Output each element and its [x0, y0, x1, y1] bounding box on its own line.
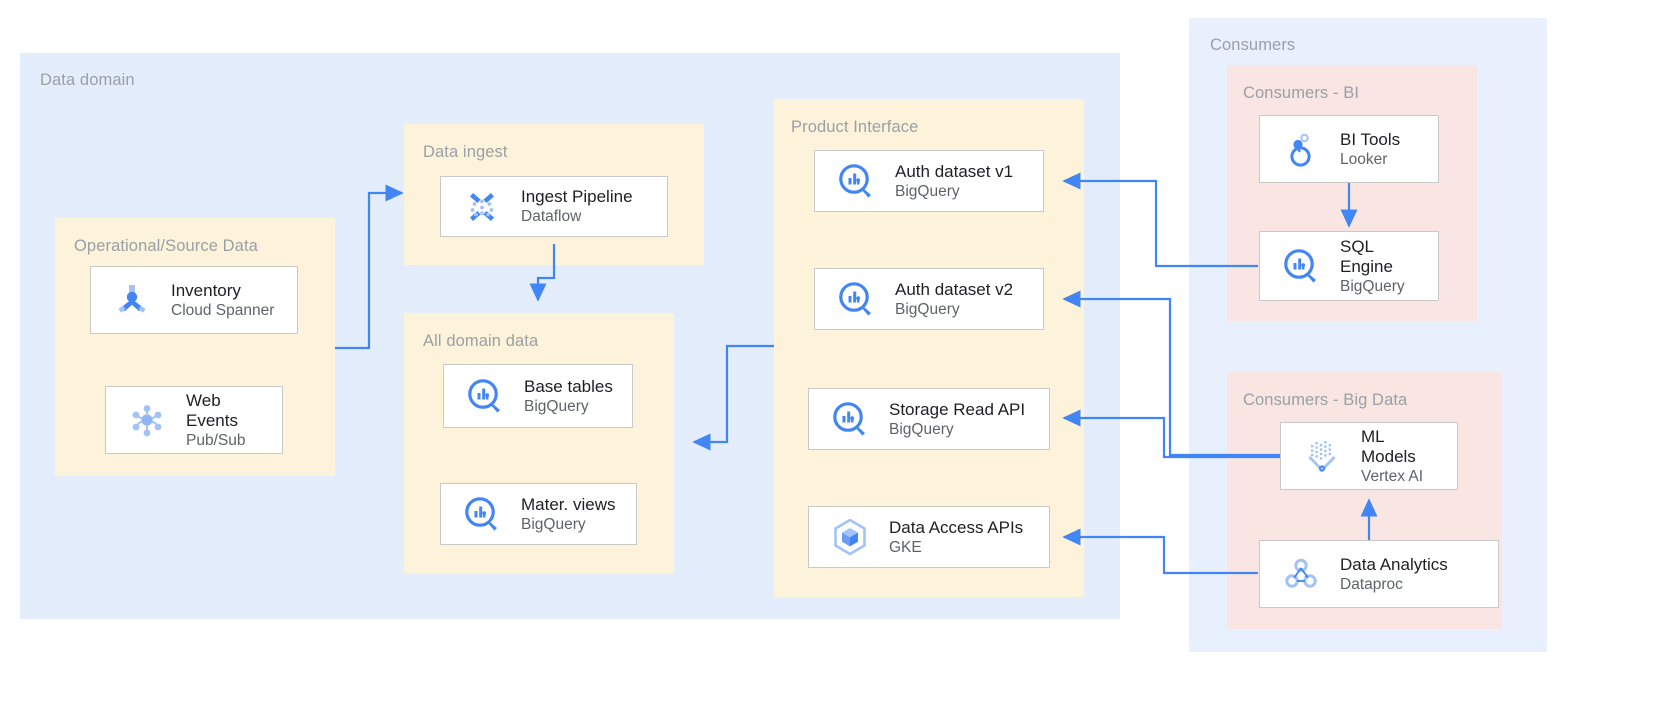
node-auth-dataset-v1-title: Auth dataset v1 — [895, 161, 1014, 181]
node-base-tables-text: Base tables BigQuery — [524, 377, 613, 416]
zone-operational-source-data-label: Operational/Source Data — [74, 237, 258, 255]
node-web-events-text: Web Events Pub/Sub — [186, 391, 245, 450]
node-inventory-subtitle: Cloud Spanner — [171, 301, 275, 319]
node-bi-tools-text: BI Tools Looker — [1340, 130, 1400, 169]
node-sql-engine[interactable]: SQL Engine BigQuery — [1259, 231, 1439, 301]
bigquery-icon — [455, 487, 509, 541]
node-base-tables-title: Base tables — [524, 376, 613, 396]
bigquery-icon — [1274, 239, 1328, 293]
node-data-analytics-subtitle: Dataproc — [1340, 575, 1403, 593]
node-bi-tools-subtitle: Looker — [1340, 150, 1388, 168]
vertex-ai-icon — [1295, 429, 1349, 483]
node-bi-tools[interactable]: BI Tools Looker — [1259, 115, 1439, 183]
node-ml-models-text: ML Models Vertex AI — [1361, 427, 1423, 486]
bigquery-icon — [829, 154, 883, 208]
zone-consumers-label: Consumers — [1210, 36, 1296, 54]
node-auth-dataset-v2[interactable]: Auth dataset v2 BigQuery — [814, 268, 1044, 330]
zone-data-domain-label: Data domain — [40, 71, 135, 89]
node-auth-dataset-v1[interactable]: Auth dataset v1 BigQuery — [814, 150, 1044, 212]
node-mater-views-subtitle: BigQuery — [521, 515, 586, 533]
node-data-analytics-text: Data Analytics Dataproc — [1340, 555, 1448, 594]
node-base-tables[interactable]: Base tables BigQuery — [443, 364, 633, 428]
gke-icon — [823, 510, 877, 564]
cloud-spanner-icon — [105, 273, 159, 327]
node-sql-engine-title: SQL Engine — [1340, 236, 1393, 276]
node-storage-read-api[interactable]: Storage Read API BigQuery — [808, 388, 1050, 450]
node-ingest-pipeline-text: Ingest Pipeline Dataflow — [521, 187, 633, 226]
node-data-access-apis-title: Data Access APIs — [889, 517, 1024, 537]
node-mater-views-text: Mater. views BigQuery — [521, 495, 615, 534]
node-inventory[interactable]: Inventory Cloud Spanner — [90, 266, 298, 334]
zone-product-interface-label: Product Interface — [791, 118, 919, 136]
node-storage-read-api-title: Storage Read API — [889, 399, 1026, 419]
bigquery-icon — [458, 369, 512, 423]
node-ingest-pipeline-subtitle: Dataflow — [521, 208, 582, 225]
zone-data-ingest-label: Data ingest — [423, 143, 508, 161]
node-data-access-apis[interactable]: Data Access APIs GKE — [808, 506, 1050, 568]
pubsub-icon — [120, 393, 174, 447]
node-web-events-subtitle: Pub/Sub — [186, 431, 246, 449]
node-data-analytics-title: Data Analytics — [1340, 554, 1448, 574]
node-auth-dataset-v1-text: Auth dataset v1 BigQuery — [895, 162, 1013, 201]
node-mater-views-title: Mater. views — [521, 494, 616, 514]
node-bi-tools-title: BI Tools — [1340, 129, 1401, 149]
zone-consumers-big-data-label: Consumers - Big Data — [1243, 391, 1408, 409]
node-base-tables-subtitle: BigQuery — [524, 397, 589, 415]
node-web-events[interactable]: Web Events Pub/Sub — [105, 386, 283, 454]
node-data-access-apis-text: Data Access APIs GKE — [889, 518, 1023, 557]
dataproc-icon — [1274, 547, 1328, 601]
node-ml-models-subtitle: Vertex AI — [1361, 467, 1424, 485]
node-storage-read-api-subtitle: BigQuery — [889, 420, 954, 438]
node-sql-engine-text: SQL Engine BigQuery — [1340, 237, 1405, 296]
node-inventory-title: Inventory — [171, 280, 241, 300]
node-ingest-pipeline-title: Ingest Pipeline — [521, 187, 633, 206]
node-auth-dataset-v2-text: Auth dataset v2 BigQuery — [895, 280, 1013, 319]
node-mater-views[interactable]: Mater. views BigQuery — [440, 483, 637, 545]
node-sql-engine-subtitle: BigQuery — [1340, 277, 1405, 295]
zone-consumers-bi-label: Consumers - BI — [1243, 84, 1360, 102]
node-ml-models[interactable]: ML Models Vertex AI — [1280, 422, 1458, 490]
node-auth-dataset-v2-subtitle: BigQuery — [895, 300, 960, 318]
node-ml-models-title: ML Models — [1361, 426, 1416, 466]
bigquery-icon — [823, 392, 877, 446]
node-web-events-title: Web Events — [186, 390, 238, 430]
bigquery-icon — [829, 272, 883, 326]
node-ingest-pipeline[interactable]: Ingest Pipeline Dataflow — [440, 176, 668, 237]
zone-all-domain-data-label: All domain data — [423, 332, 539, 350]
node-auth-dataset-v2-title: Auth dataset v2 — [895, 279, 1014, 299]
node-inventory-text: Inventory Cloud Spanner — [171, 281, 274, 320]
dataflow-icon — [455, 180, 509, 234]
looker-icon — [1274, 122, 1328, 176]
node-data-analytics[interactable]: Data Analytics Dataproc — [1259, 540, 1499, 608]
node-data-access-apis-subtitle: GKE — [889, 538, 922, 556]
node-auth-dataset-v1-subtitle: BigQuery — [895, 182, 960, 200]
node-storage-read-api-text: Storage Read API BigQuery — [889, 400, 1025, 439]
